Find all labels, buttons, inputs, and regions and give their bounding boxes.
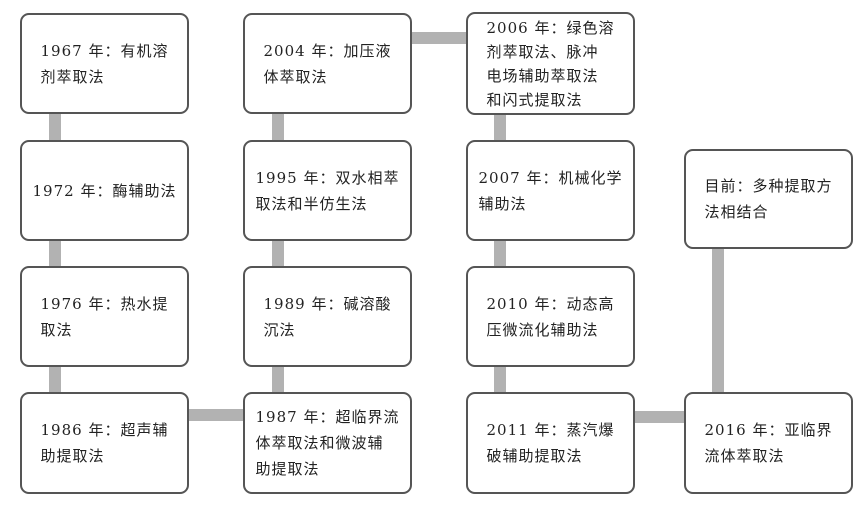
connector (632, 411, 687, 423)
node-1976: 1976 年：热水提 取法 (20, 266, 189, 367)
node-1987: 1987 年：超临界流 体萃取法和微波辅 助提取法 (243, 392, 412, 494)
node-current: 目前：多种提取方 法相结合 (684, 149, 853, 249)
node-1986: 1986 年：超声辅 助提取法 (20, 392, 189, 494)
node-2007: 2007 年：机械化学 辅助法 (466, 140, 635, 241)
connector (712, 246, 724, 394)
node-label: 2007 年：机械化学 辅助法 (478, 168, 623, 213)
node-2010: 2010 年：动态高 压微流化辅助法 (466, 266, 635, 367)
node-label: 1972 年：酶辅助法 (32, 181, 177, 200)
node-label: 2006 年：绿色溶 剂萃取法、脉冲 电场辅助萃取法 和闪式提取法 (486, 18, 615, 109)
node-2006: 2006 年：绿色溶 剂萃取法、脉冲 电场辅助萃取法 和闪式提取法 (466, 12, 635, 115)
connector (409, 32, 469, 44)
node-label: 1989 年：碱溶酸 沉法 (263, 294, 392, 339)
node-1989: 1989 年：碱溶酸 沉法 (243, 266, 412, 367)
node-label: 1987 年：超临界流 体萃取法和微波辅 助提取法 (255, 408, 400, 478)
node-label: 1967 年：有机溶 剂萃取法 (40, 41, 169, 86)
node-1972: 1972 年：酶辅助法 (20, 140, 189, 241)
node-label: 目前：多种提取方 法相结合 (704, 177, 833, 221)
node-label: 2004 年：加压液 体萃取法 (263, 41, 392, 86)
node-2011: 2011 年：蒸汽爆 破辅助提取法 (466, 392, 635, 494)
node-label: 1986 年：超声辅 助提取法 (40, 421, 169, 465)
node-label: 1995 年：双水相萃 取法和半仿生法 (255, 168, 400, 213)
node-label: 2010 年：动态高 压微流化辅助法 (486, 294, 615, 339)
node-label: 1976 年：热水提 取法 (40, 294, 169, 339)
node-label: 2016 年：亚临界 流体萃取法 (704, 421, 833, 465)
node-2004: 2004 年：加压液 体萃取法 (243, 13, 412, 114)
node-label: 2011 年：蒸汽爆 破辅助提取法 (486, 421, 615, 465)
connector (186, 409, 246, 421)
node-1995: 1995 年：双水相萃 取法和半仿生法 (243, 140, 412, 241)
node-2016: 2016 年：亚临界 流体萃取法 (684, 392, 853, 494)
node-1967: 1967 年：有机溶 剂萃取法 (20, 13, 189, 114)
